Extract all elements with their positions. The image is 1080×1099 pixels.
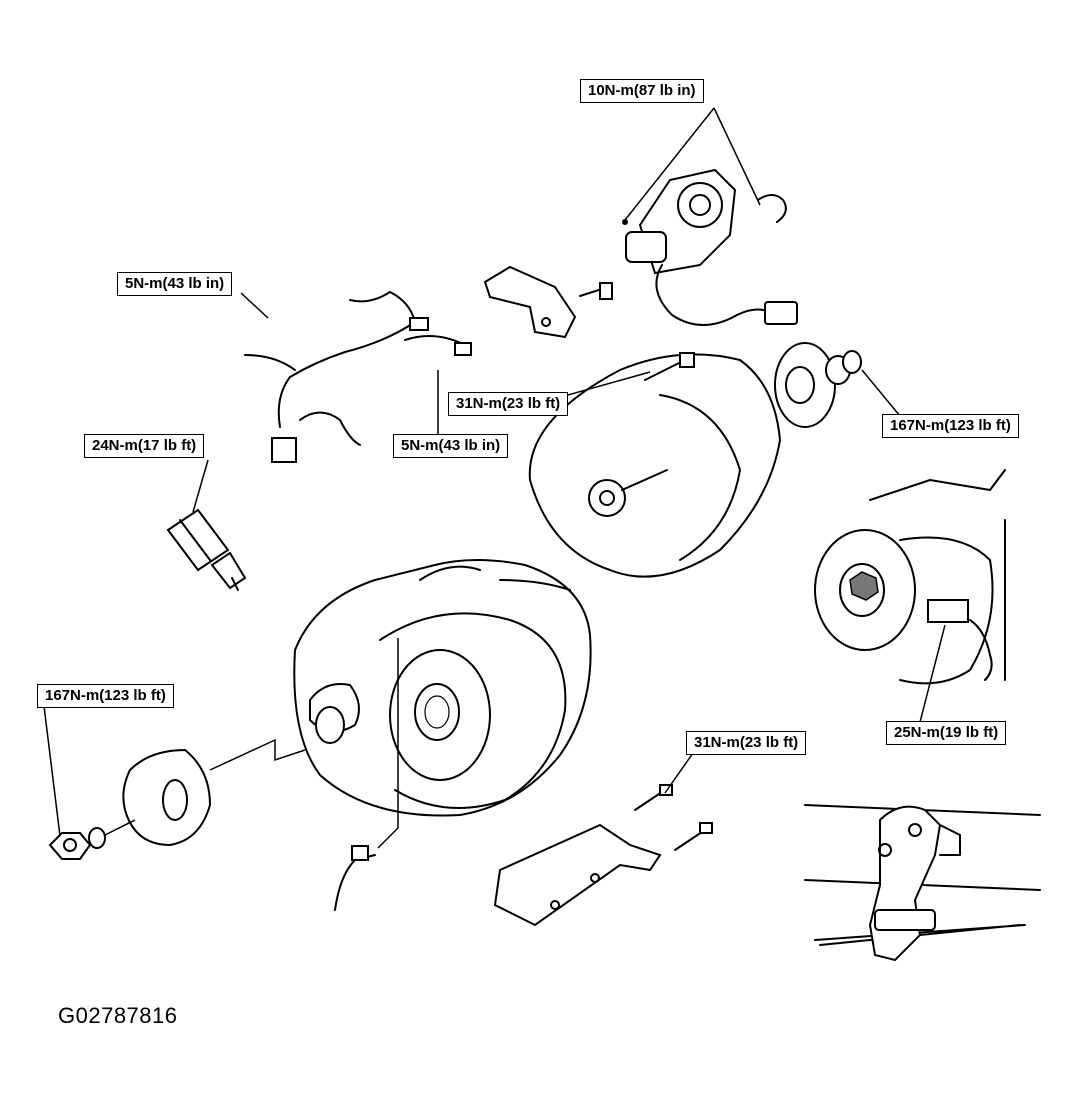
rear-case-cover bbox=[528, 352, 782, 578]
motor-bolt-torque-label: 10N-m(87 lb in) bbox=[580, 79, 704, 103]
upper-bracket bbox=[483, 265, 613, 339]
installed-view bbox=[814, 469, 1006, 685]
rear-flange-nut-torque-label: 167N-m(123 lb ft) bbox=[882, 414, 1019, 438]
lower-bracket bbox=[493, 784, 713, 927]
bracket-bolt-torque-label: 31N-m(23 lb ft) bbox=[686, 731, 807, 755]
front-flange-nut-torque-label: 167N-m(123 lb ft) bbox=[37, 684, 174, 708]
crossmember-detail bbox=[804, 804, 1041, 962]
pressure-switch-torque-label: 24N-m(17 lb ft) bbox=[84, 434, 205, 458]
wiring-harness bbox=[244, 291, 472, 463]
pressure-switch bbox=[166, 508, 247, 591]
figure-id: G02787816 bbox=[58, 1003, 178, 1028]
vent-hose bbox=[334, 638, 399, 911]
vehicle-sensor-torque-label: 25N-m(19 lb ft) bbox=[886, 721, 1007, 745]
case-bolt-torque-label: 31N-m(23 lb ft) bbox=[448, 392, 569, 416]
front-output-flange bbox=[48, 738, 306, 860]
harness-bolt-lower-torque-label: 5N-m(43 lb in) bbox=[393, 434, 509, 458]
shift-motor bbox=[622, 168, 798, 326]
rear-output-flange bbox=[774, 342, 862, 428]
harness-bolt-upper-torque-label: 5N-m(43 lb in) bbox=[117, 272, 233, 296]
transfer-case-housing bbox=[293, 559, 592, 817]
